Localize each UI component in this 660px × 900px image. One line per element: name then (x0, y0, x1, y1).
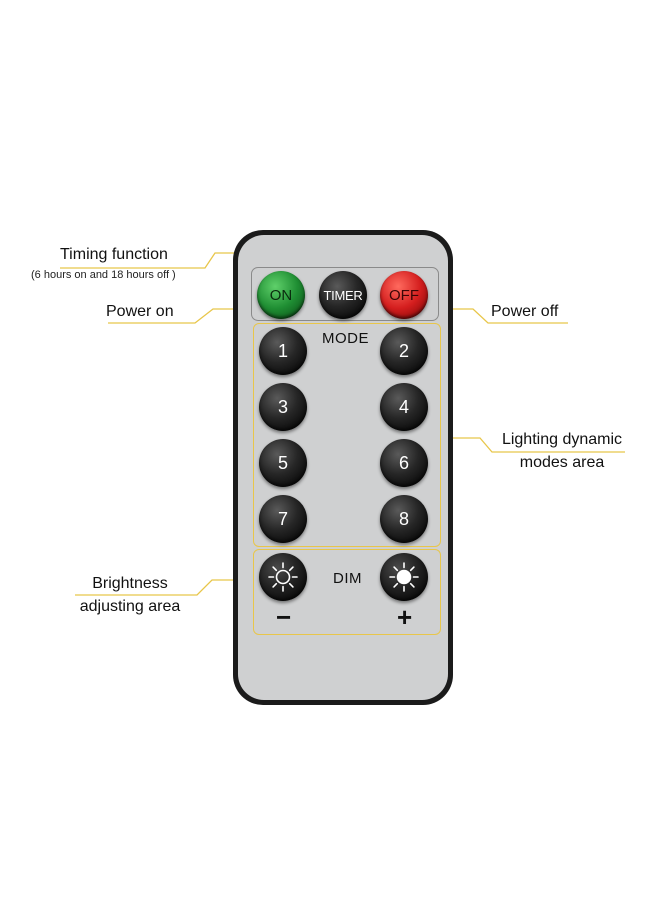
modes-area-line1: Lighting dynamic (501, 431, 623, 448)
on-button[interactable]: ON (257, 271, 305, 319)
mode-button-7[interactable]: 7 (259, 495, 307, 543)
modes-area-line2: modes area (519, 454, 605, 471)
power-on-label: Power on (106, 303, 174, 320)
mode-button-8[interactable]: 8 (380, 495, 428, 543)
modes-leader (440, 437, 625, 453)
sun-filled-icon (389, 562, 419, 592)
remote-face: ON TIMER OFF MODE 1 2 3 4 5 6 7 8 DIM (238, 235, 448, 700)
mode-label: MODE (322, 330, 369, 347)
timing-function-detail: (6 hours on and 18 hours off ) (31, 269, 176, 281)
dim-plus-label: + (397, 602, 413, 632)
dim-minus-label: − (276, 602, 292, 632)
power-button-group (251, 267, 439, 321)
mode-button-2[interactable]: 2 (380, 327, 428, 375)
timing-function-label: Timing function (60, 246, 168, 263)
dim-label: DIM (333, 570, 362, 587)
dim-up-button[interactable] (380, 553, 428, 601)
mode-button-4[interactable]: 4 (380, 383, 428, 431)
brightness-area-line2: adjusting area (79, 598, 181, 615)
mode-button-5[interactable]: 5 (259, 439, 307, 487)
mode-button-6[interactable]: 6 (380, 439, 428, 487)
power-off-label: Power off (491, 303, 559, 320)
dim-area-highlight (253, 549, 441, 635)
brightness-area-label: Brightness adjusting area (66, 572, 194, 618)
sun-outline-icon (268, 562, 298, 592)
remote-control: ON TIMER OFF MODE 1 2 3 4 5 6 7 8 DIM (233, 230, 453, 705)
off-button[interactable]: OFF (380, 271, 428, 319)
mode-button-3[interactable]: 3 (259, 383, 307, 431)
timer-button[interactable]: TIMER (319, 271, 367, 319)
dim-down-button[interactable] (259, 553, 307, 601)
brightness-area-line1: Brightness (92, 575, 168, 592)
mode-button-1[interactable]: 1 (259, 327, 307, 375)
modes-area-label: Lighting dynamic modes area (492, 428, 632, 474)
mode-area-highlight (253, 323, 441, 547)
